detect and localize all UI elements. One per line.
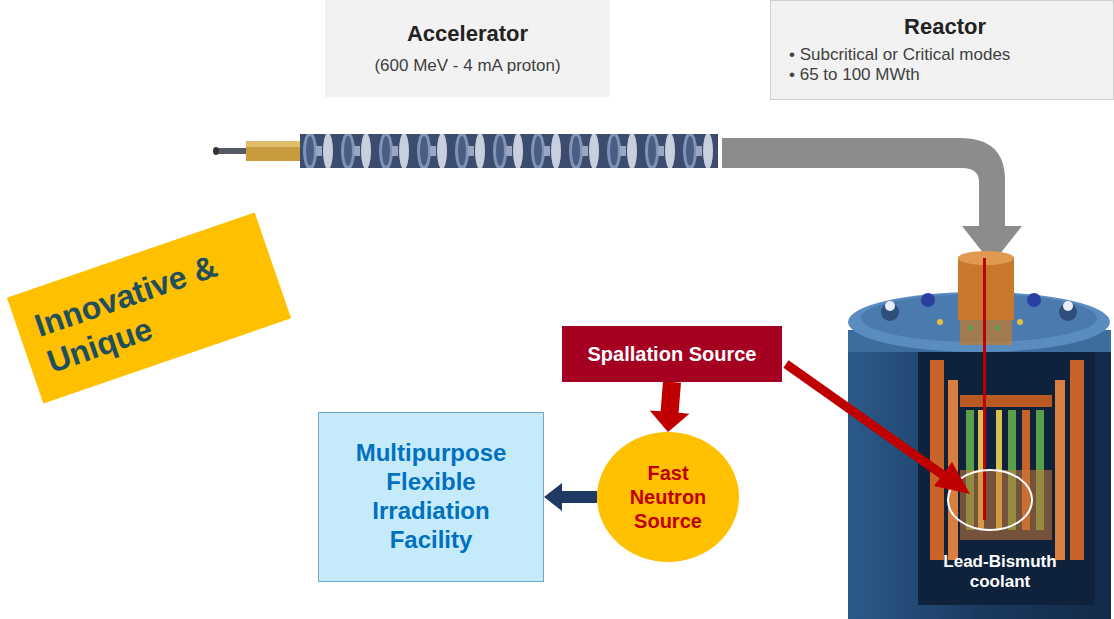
- accelerator-drawing: [213, 134, 718, 168]
- tagline-box: Innovative & Unique: [7, 212, 291, 403]
- node-text: (600 MeV - 4 mA proton): [335, 56, 600, 76]
- node-text: • Subcritical or Critical modes: [789, 45, 1101, 65]
- node-title: Fast Neutron Source: [616, 461, 720, 533]
- reactor-box: Reactor • Subcritical or Critical modes• …: [770, 0, 1114, 100]
- neutron-circle: Fast Neutron Source: [597, 432, 739, 562]
- flow-arrow: [544, 483, 597, 511]
- flow-arrow: [650, 381, 690, 432]
- node-title: Spallation Source: [572, 342, 772, 366]
- coolant-label: Lead-Bismuth coolant: [930, 552, 1070, 593]
- beam-arrow: [722, 138, 1022, 264]
- target-arrow: [934, 462, 970, 494]
- node-title: Innovative & Unique: [30, 238, 258, 381]
- node-title: Reactor: [789, 14, 1101, 40]
- node-text: • 65 to 100 MWth: [789, 65, 1101, 85]
- accelerator-box: Accelerator (600 MeV - 4 mA proton): [325, 0, 610, 97]
- facility-box: Multipurpose Flexible Irradiation Facili…: [318, 412, 544, 582]
- spallation-box: Spallation Source: [562, 326, 782, 382]
- node-title: Accelerator: [335, 21, 600, 47]
- node-title: Multipurpose Flexible Irradiation Facili…: [344, 439, 519, 554]
